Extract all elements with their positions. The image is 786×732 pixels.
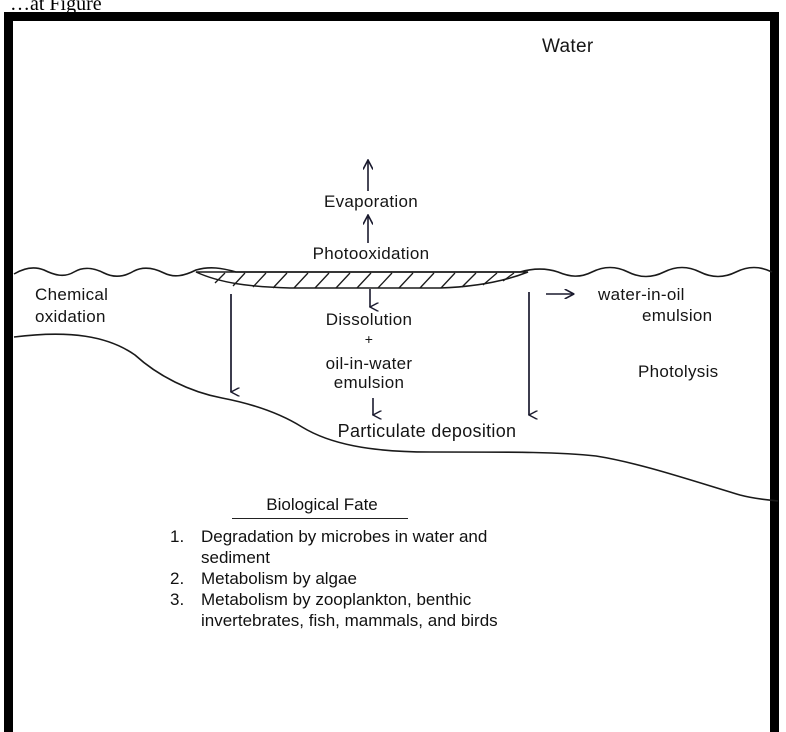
water-in-oil-line2: emulsion: [642, 306, 712, 326]
photooxidation-label: Photooxidation: [313, 244, 430, 264]
item-text: Metabolism by zooplankton, benthic inver…: [201, 589, 531, 631]
item-number: 3.: [170, 589, 201, 631]
item-number: 2.: [170, 568, 201, 589]
biological-fate-rule: [232, 518, 408, 519]
oil-in-water-line2: emulsion: [334, 373, 404, 393]
list-item: 2. Metabolism by algae: [170, 568, 561, 589]
list-item: 3. Metabolism by zooplankton, benthic in…: [170, 589, 561, 631]
biological-fate-list: 1. Degradation by microbes in water and …: [170, 526, 561, 631]
evaporation-label: Evaporation: [324, 192, 418, 212]
chemical-oxidation-line2: oxidation: [35, 307, 106, 327]
item-text: Metabolism by algae: [201, 568, 561, 589]
item-number: 1.: [170, 526, 201, 568]
water-label: Water: [542, 36, 593, 58]
biological-fate-title: Biological Fate: [266, 495, 378, 515]
dissolution-label: Dissolution: [326, 310, 412, 330]
water-in-oil-line1: water-in-oil: [598, 285, 685, 305]
item-text: Degradation by microbes in water and sed…: [201, 526, 541, 568]
photolysis-label: Photolysis: [638, 362, 718, 382]
particulate-deposition-label: Particulate deposition: [338, 421, 517, 442]
oil-slick: [196, 272, 528, 288]
oil-in-water-line1: oil-in-water: [326, 354, 413, 374]
chemical-oxidation-line1: Chemical: [35, 285, 108, 305]
plus-sign: +: [365, 331, 373, 347]
list-item: 1. Degradation by microbes in water and …: [170, 526, 561, 568]
